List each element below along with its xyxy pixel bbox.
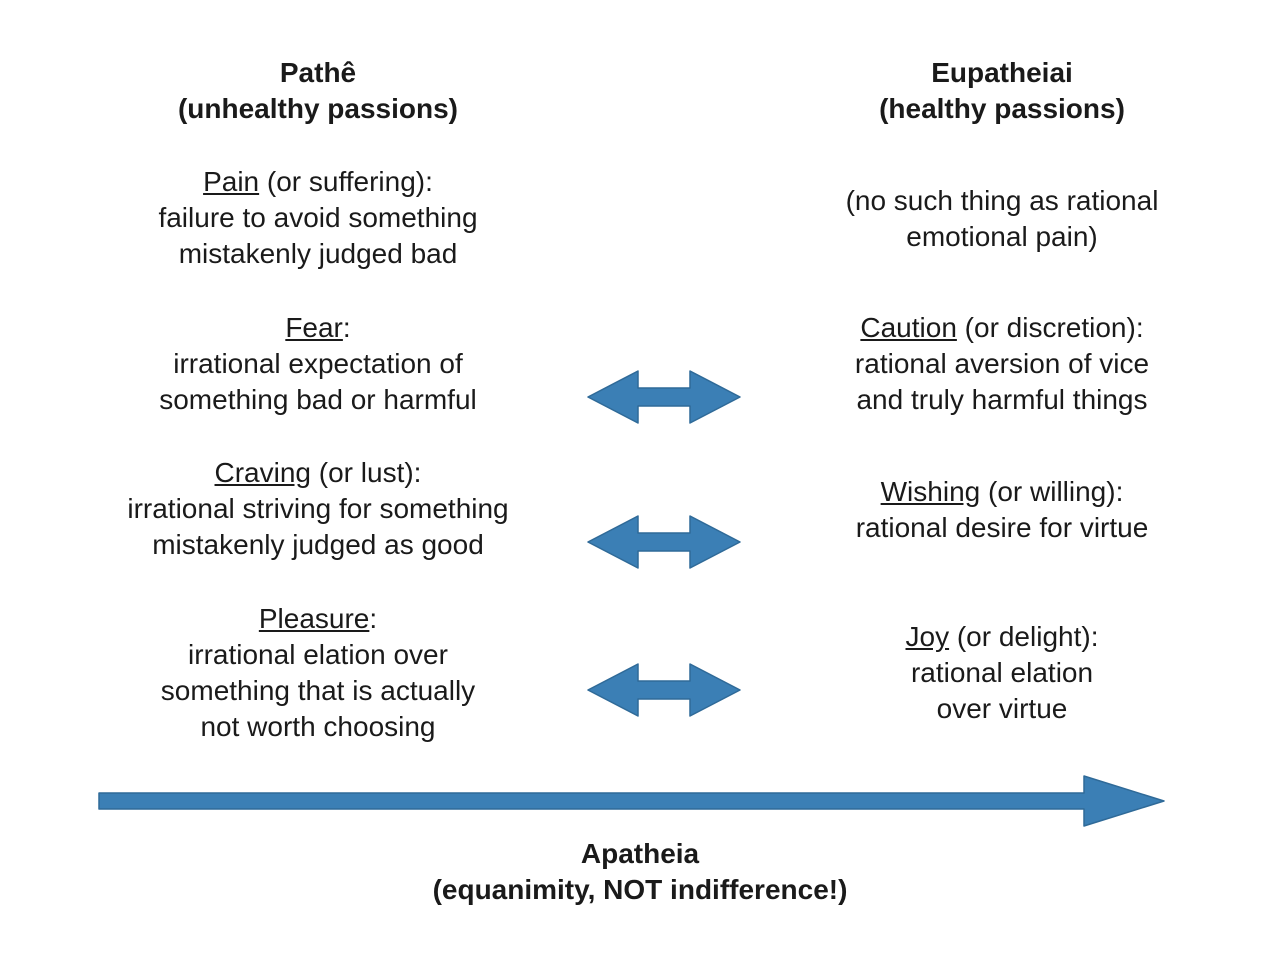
fear-caution-double-arrow-icon — [587, 370, 741, 424]
right-item-joy-line: rational elation — [910, 657, 1094, 688]
left-item-fear-suffix: : — [342, 312, 351, 343]
right-item-wishing-line: rational desire for virtue — [855, 512, 1149, 543]
right-item-no-pain-line: (no such thing as rational — [845, 185, 1159, 216]
left-item-pain-heading: Pain (or suffering): — [98, 164, 538, 200]
left-item-craving-line: mistakenly judged as good — [152, 529, 484, 560]
right-item-joy-suffix: (or delight): — [949, 621, 1099, 652]
right-item-joy-line: over virtue — [936, 693, 1068, 724]
footer-title: Apatheia — [580, 838, 700, 869]
right-item-no-pain: (no such thing as rational emotional pai… — [782, 183, 1222, 255]
footer-subtitle: (equanimity, NOT indifference!) — [432, 874, 848, 905]
left-heading-title: Pathê — [279, 57, 357, 88]
right-heading: Eupatheiai (healthy passions) — [782, 55, 1222, 127]
left-item-craving-line: irrational striving for something — [127, 493, 509, 524]
right-item-wishing-heading: Wishing (or willing): — [782, 474, 1222, 510]
term-joy: Joy — [905, 621, 950, 652]
left-item-fear: Fear: irrational expectation of somethin… — [98, 310, 538, 418]
left-item-pleasure-heading: Pleasure: — [98, 601, 538, 637]
spectrum-right-arrow-icon — [98, 775, 1165, 827]
right-item-joy: Joy (or delight): rational elation over … — [782, 619, 1222, 727]
term-pleasure: Pleasure — [258, 603, 370, 634]
right-item-caution-line: and truly harmful things — [856, 384, 1148, 415]
right-item-caution-suffix: (or discretion): — [956, 312, 1144, 343]
right-item-no-pain-line: emotional pain) — [906, 221, 1098, 252]
term-pain: Pain — [203, 166, 260, 197]
left-heading-subtitle: (unhealthy passions) — [177, 93, 459, 124]
left-item-fear-line: irrational expectation of — [173, 348, 463, 379]
left-item-fear-line: something bad or harmful — [159, 384, 477, 415]
left-item-craving-heading: Craving (or lust): — [98, 455, 538, 491]
term-craving: Craving — [214, 457, 311, 488]
right-item-caution: Caution (or discretion): rational aversi… — [782, 310, 1222, 418]
right-heading-title: Eupatheiai — [931, 57, 1073, 88]
left-item-pleasure: Pleasure: irrational elation over someth… — [98, 601, 538, 745]
left-item-pain-line: failure to avoid something — [158, 202, 478, 233]
right-item-joy-heading: Joy (or delight): — [782, 619, 1222, 655]
right-item-wishing-suffix: (or willing): — [980, 476, 1124, 507]
term-caution: Caution — [860, 312, 957, 343]
right-heading-subtitle: (healthy passions) — [879, 93, 1125, 124]
right-item-caution-line: rational aversion of vice — [854, 348, 1150, 379]
left-item-pain-suffix: (or suffering): — [259, 166, 433, 197]
term-fear: Fear — [285, 312, 343, 343]
left-item-pleasure-line: not worth choosing — [200, 711, 436, 742]
left-item-pain-line: mistakenly judged bad — [178, 238, 458, 269]
term-wishing: Wishing — [880, 476, 981, 507]
footer-caption: Apatheia (equanimity, NOT indifference!) — [240, 836, 1040, 908]
left-item-fear-heading: Fear: — [98, 310, 538, 346]
left-item-craving-suffix: (or lust): — [311, 457, 422, 488]
right-item-caution-heading: Caution (or discretion): — [782, 310, 1222, 346]
pleasure-joy-double-arrow-icon — [587, 663, 741, 717]
craving-wishing-double-arrow-icon — [587, 515, 741, 569]
right-item-wishing: Wishing (or willing): rational desire fo… — [782, 474, 1222, 546]
left-item-pain: Pain (or suffering): failure to avoid so… — [98, 164, 538, 272]
left-item-craving: Craving (or lust): irrational striving f… — [98, 455, 538, 563]
left-heading: Pathê (unhealthy passions) — [98, 55, 538, 127]
left-item-pleasure-line: irrational elation over — [188, 639, 448, 670]
left-item-pleasure-line: something that is actually — [160, 675, 476, 706]
left-item-pleasure-suffix: : — [369, 603, 378, 634]
